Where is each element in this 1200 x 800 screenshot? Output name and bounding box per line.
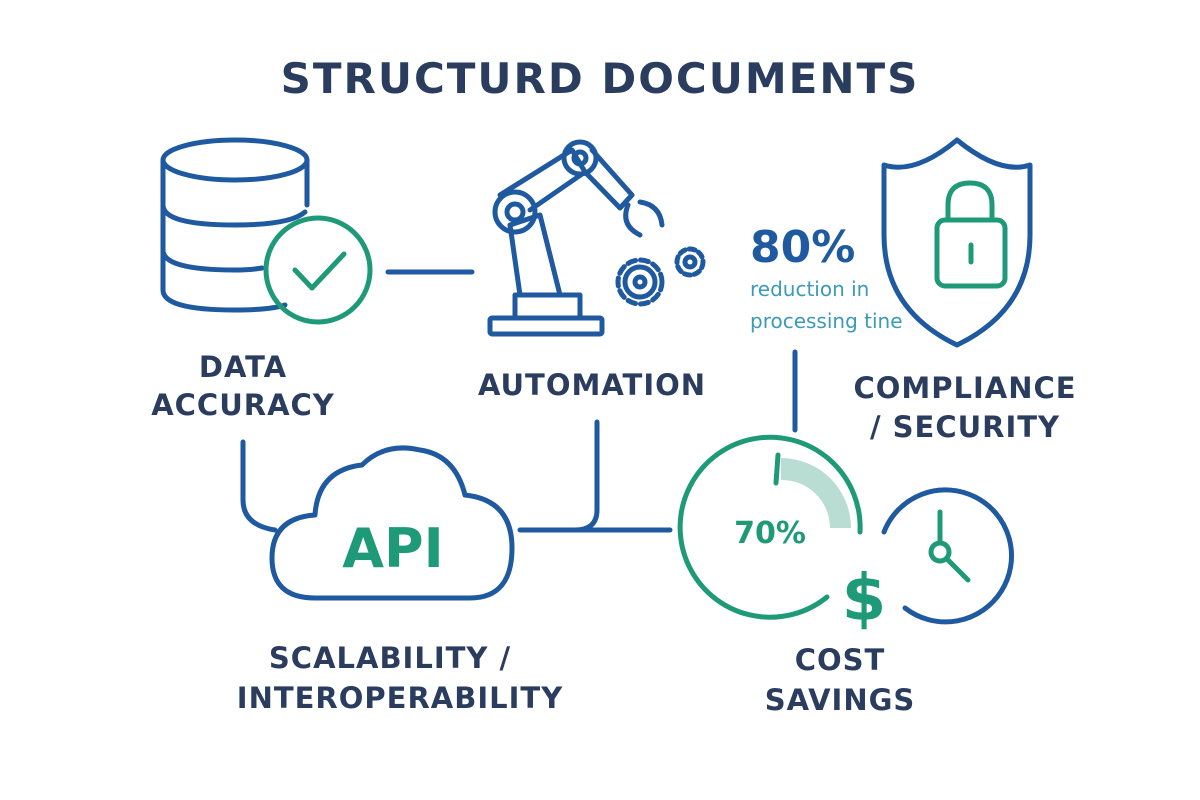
label-scalability-2: INTEROPERABILITY (237, 681, 563, 715)
dollar-icon: $ (842, 562, 887, 636)
label-scalability-1: SCALABILITY / (269, 641, 511, 675)
label-data-accuracy-2: ACCURACY (151, 388, 335, 422)
stat-line1: reduction in (750, 277, 869, 301)
connector-lines (240, 349, 798, 533)
shield-icon (881, 137, 1033, 348)
gauge-icon (677, 434, 863, 620)
database-icon (160, 137, 310, 313)
label-cost-2: SAVINGS (765, 683, 916, 717)
cloud-icon (269, 445, 515, 601)
stat-value: 80% (750, 222, 855, 273)
stat-line2: processing tine (750, 309, 903, 333)
label-compliance-1: COMPLIANCE (853, 371, 1076, 405)
gauge-value: 70% (734, 516, 806, 551)
check-circle-icon (263, 215, 373, 325)
clock-icon (881, 487, 1015, 625)
lock-icon (934, 180, 1008, 289)
gears-icon (615, 246, 706, 307)
label-compliance-2: / SECURITY (870, 410, 1060, 444)
robot-arm-icon (487, 139, 665, 337)
page-title: STRUCTURD DOCUMENTS (281, 54, 920, 103)
label-automation: AUTOMATION (478, 368, 706, 402)
label-data-accuracy-1: DATA (199, 350, 287, 384)
label-cost-1: COST (795, 643, 886, 677)
api-text: API (342, 517, 443, 580)
